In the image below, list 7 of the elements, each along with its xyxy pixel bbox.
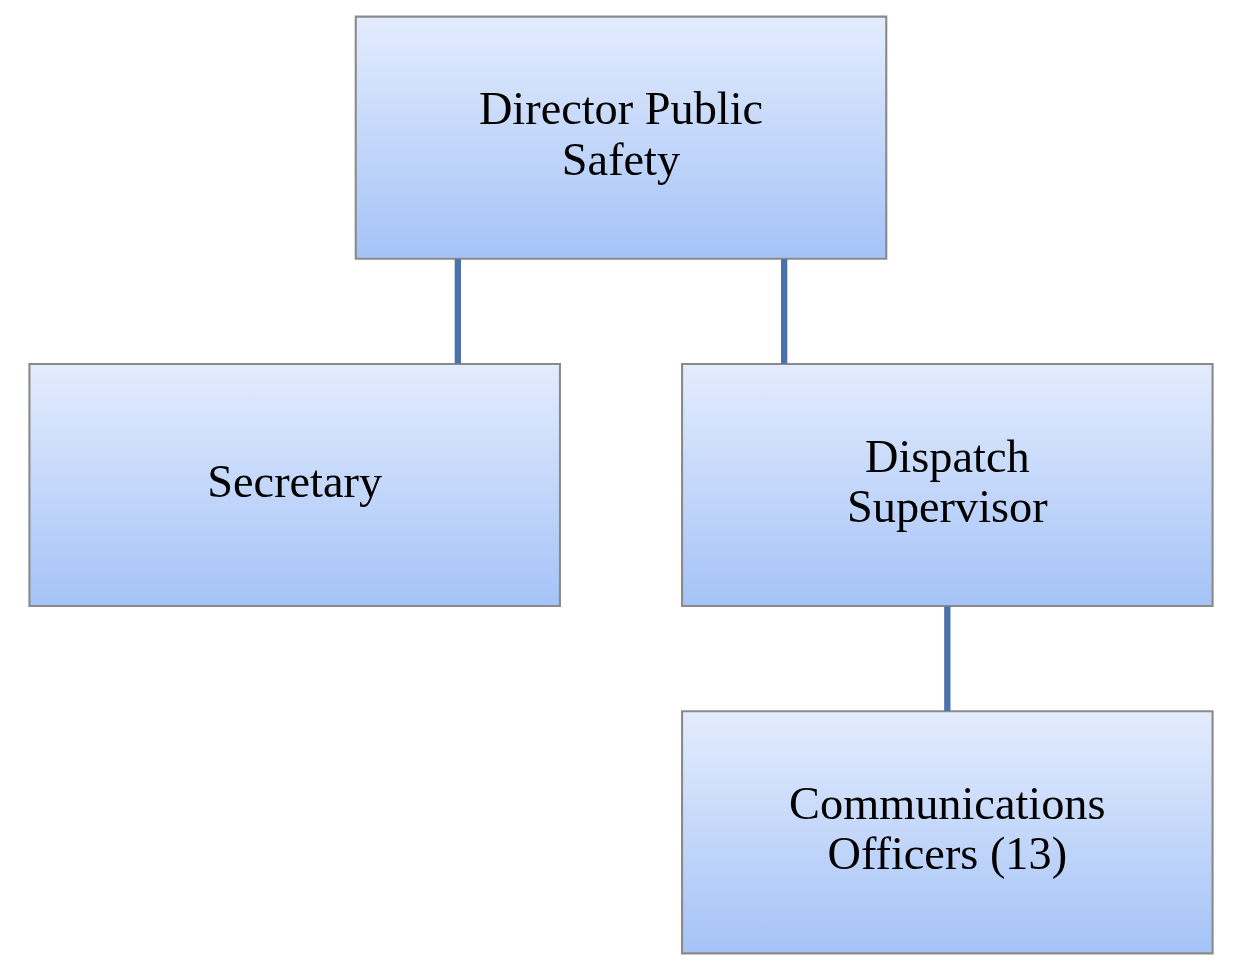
connector bbox=[454, 259, 461, 364]
connector bbox=[944, 606, 951, 711]
node-box: Secretary bbox=[28, 362, 561, 608]
connector bbox=[781, 259, 788, 364]
node-box: Communications Officers (13) bbox=[681, 710, 1214, 955]
node-box: Dispatch Supervisor bbox=[681, 362, 1214, 608]
node-box: Director Public Safety bbox=[354, 15, 888, 260]
